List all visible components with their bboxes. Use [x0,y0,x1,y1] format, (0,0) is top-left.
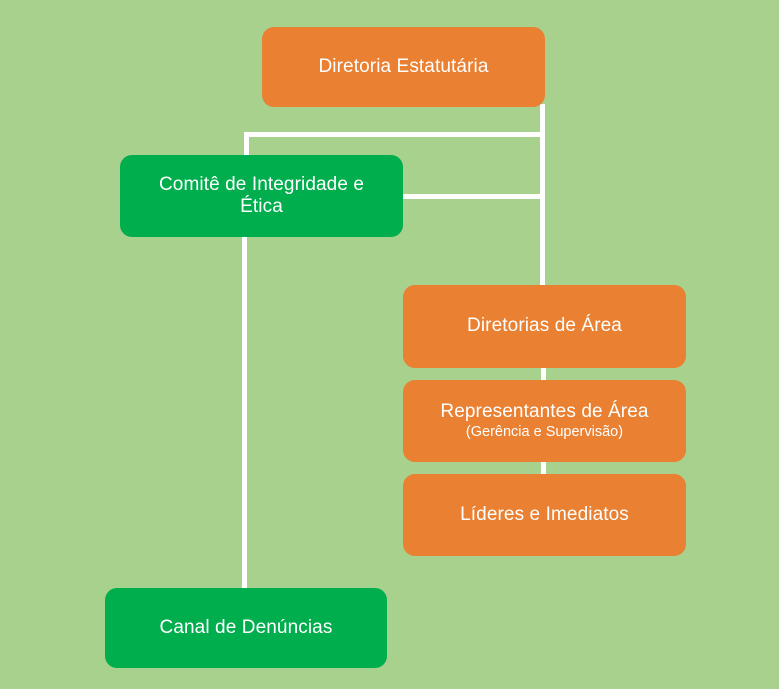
node-diretoria-estatutaria-label: Diretoria Estatutária [318,55,489,77]
connector-horizontal-bus [244,132,545,137]
connector-diretoria-to-bus [540,104,545,137]
connector-comite-to-right-branch [400,194,545,199]
connector-bus-to-comite [244,132,249,162]
node-diretorias-de-area-label: Diretorias de Área [467,315,622,337]
node-lideres-e-imediatos-label: Líderes e Imediatos [460,503,629,525]
node-diretorias-de-area[interactable]: Diretorias de Área [403,285,686,368]
node-canal-de-denuncias[interactable]: Canal de Denúncias [105,588,387,668]
connector-diretorias-to-representantes [541,366,546,382]
connector-representantes-to-lideres [541,460,546,476]
node-diretoria-estatutaria[interactable]: Diretoria Estatutária [262,27,545,107]
node-canal-de-denuncias-label: Canal de Denúncias [159,616,333,638]
node-lideres-e-imediatos[interactable]: Líderes e Imediatos [403,474,686,556]
node-comite-integridade-etica-label: Comitê de Integridade e Ética [158,173,365,217]
node-representantes-de-area-label: Representantes de Área [440,400,649,422]
node-representantes-de-area[interactable]: Representantes de Área (Gerência e Super… [403,380,686,462]
node-comite-integridade-etica[interactable]: Comitê de Integridade e Ética [120,155,403,237]
connector-comite-to-canal-de-denuncias [242,235,247,590]
node-representantes-de-area-sublabel: (Gerência e Supervisão) [465,424,624,441]
connector-bus-to-diretorias-de-area [540,132,545,287]
